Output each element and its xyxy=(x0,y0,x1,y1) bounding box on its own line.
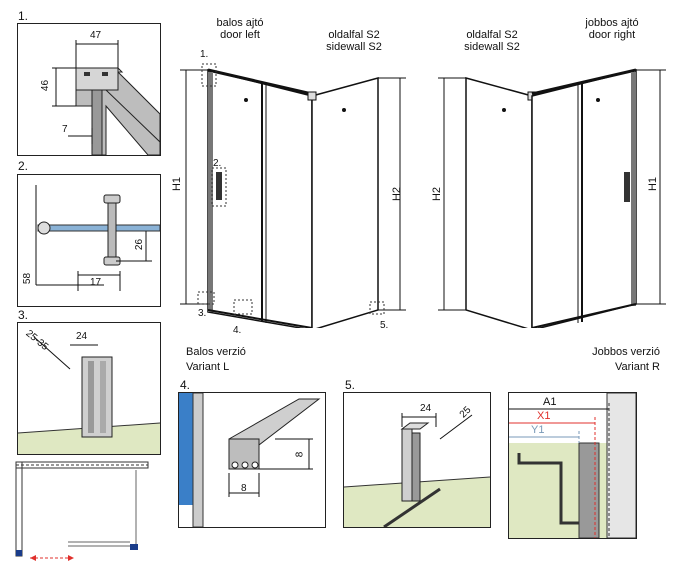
plan-dims-drawing xyxy=(509,393,636,538)
dim-y1: Y1 xyxy=(531,424,545,436)
plan-small xyxy=(12,458,152,566)
detail-4-number: 4. xyxy=(180,378,191,392)
right-door-label: jobbos ajtó door right xyxy=(585,17,639,41)
dim-8-horizontal: 8 xyxy=(241,483,247,494)
dim-x1: X1 xyxy=(537,410,551,422)
left-callout-1: 1. xyxy=(200,49,209,60)
left-h1-label: H1 xyxy=(171,176,184,192)
variant-l-label: Balos verzió Variant L xyxy=(186,346,246,373)
left-h2-label: H2 xyxy=(391,186,404,202)
left-callout-2: 2. xyxy=(213,158,222,169)
detail-1-panel: 47 46 7 xyxy=(17,23,161,156)
left-sidewall-label: oldalfal S2 sidewall S2 xyxy=(326,29,382,53)
right-h1-label: H1 xyxy=(647,176,660,192)
detail-4-panel: 8 8 xyxy=(178,392,326,528)
left-callout-4: 4. xyxy=(233,325,242,336)
detail-2-panel: 58 17 26 xyxy=(17,174,161,307)
detail-5-number: 5. xyxy=(345,378,356,392)
right-sidewall-label: oldalfal S2 sidewall S2 xyxy=(464,29,520,53)
dim-26: 26 xyxy=(134,238,146,251)
variant-r-label: Jobbos verzió Variant R xyxy=(592,346,660,373)
dim-47: 47 xyxy=(90,30,102,41)
detail-4-drawing xyxy=(179,393,321,527)
detail-3-panel: 25-35 24 xyxy=(17,322,161,455)
left-callout-3: 3. xyxy=(198,308,207,319)
detail-1-number: 1. xyxy=(18,9,29,23)
dim-46: 46 xyxy=(40,79,52,92)
dim-24-d5: 24 xyxy=(420,403,432,414)
detail-5-drawing xyxy=(344,413,490,527)
dim-a1: A1 xyxy=(543,396,557,408)
detail-2-drawing xyxy=(35,185,160,291)
right-h2-label: H2 xyxy=(431,186,444,202)
dim-7: 7 xyxy=(62,124,68,135)
plan-dims-panel: A1 X1 Y1 xyxy=(508,392,637,539)
left-shower-drawing xyxy=(180,63,406,328)
detail-5-panel: 24 25 xyxy=(343,392,491,528)
right-shower-drawing xyxy=(438,68,666,328)
detail-3-number: 3. xyxy=(18,308,29,322)
detail-1-drawing xyxy=(52,40,160,155)
left-callout-5: 5. xyxy=(380,320,389,331)
left-door-label: balos ajtó door left xyxy=(216,17,264,41)
dim-8-vertical: 8 xyxy=(294,451,306,458)
detail-3-drawing xyxy=(18,336,160,454)
dim-24-d3: 24 xyxy=(76,331,88,342)
detail-2-number: 2. xyxy=(18,159,29,173)
dim-17: 17 xyxy=(90,277,102,288)
dim-58: 58 xyxy=(22,272,34,285)
plan-small-drawing xyxy=(15,461,149,561)
